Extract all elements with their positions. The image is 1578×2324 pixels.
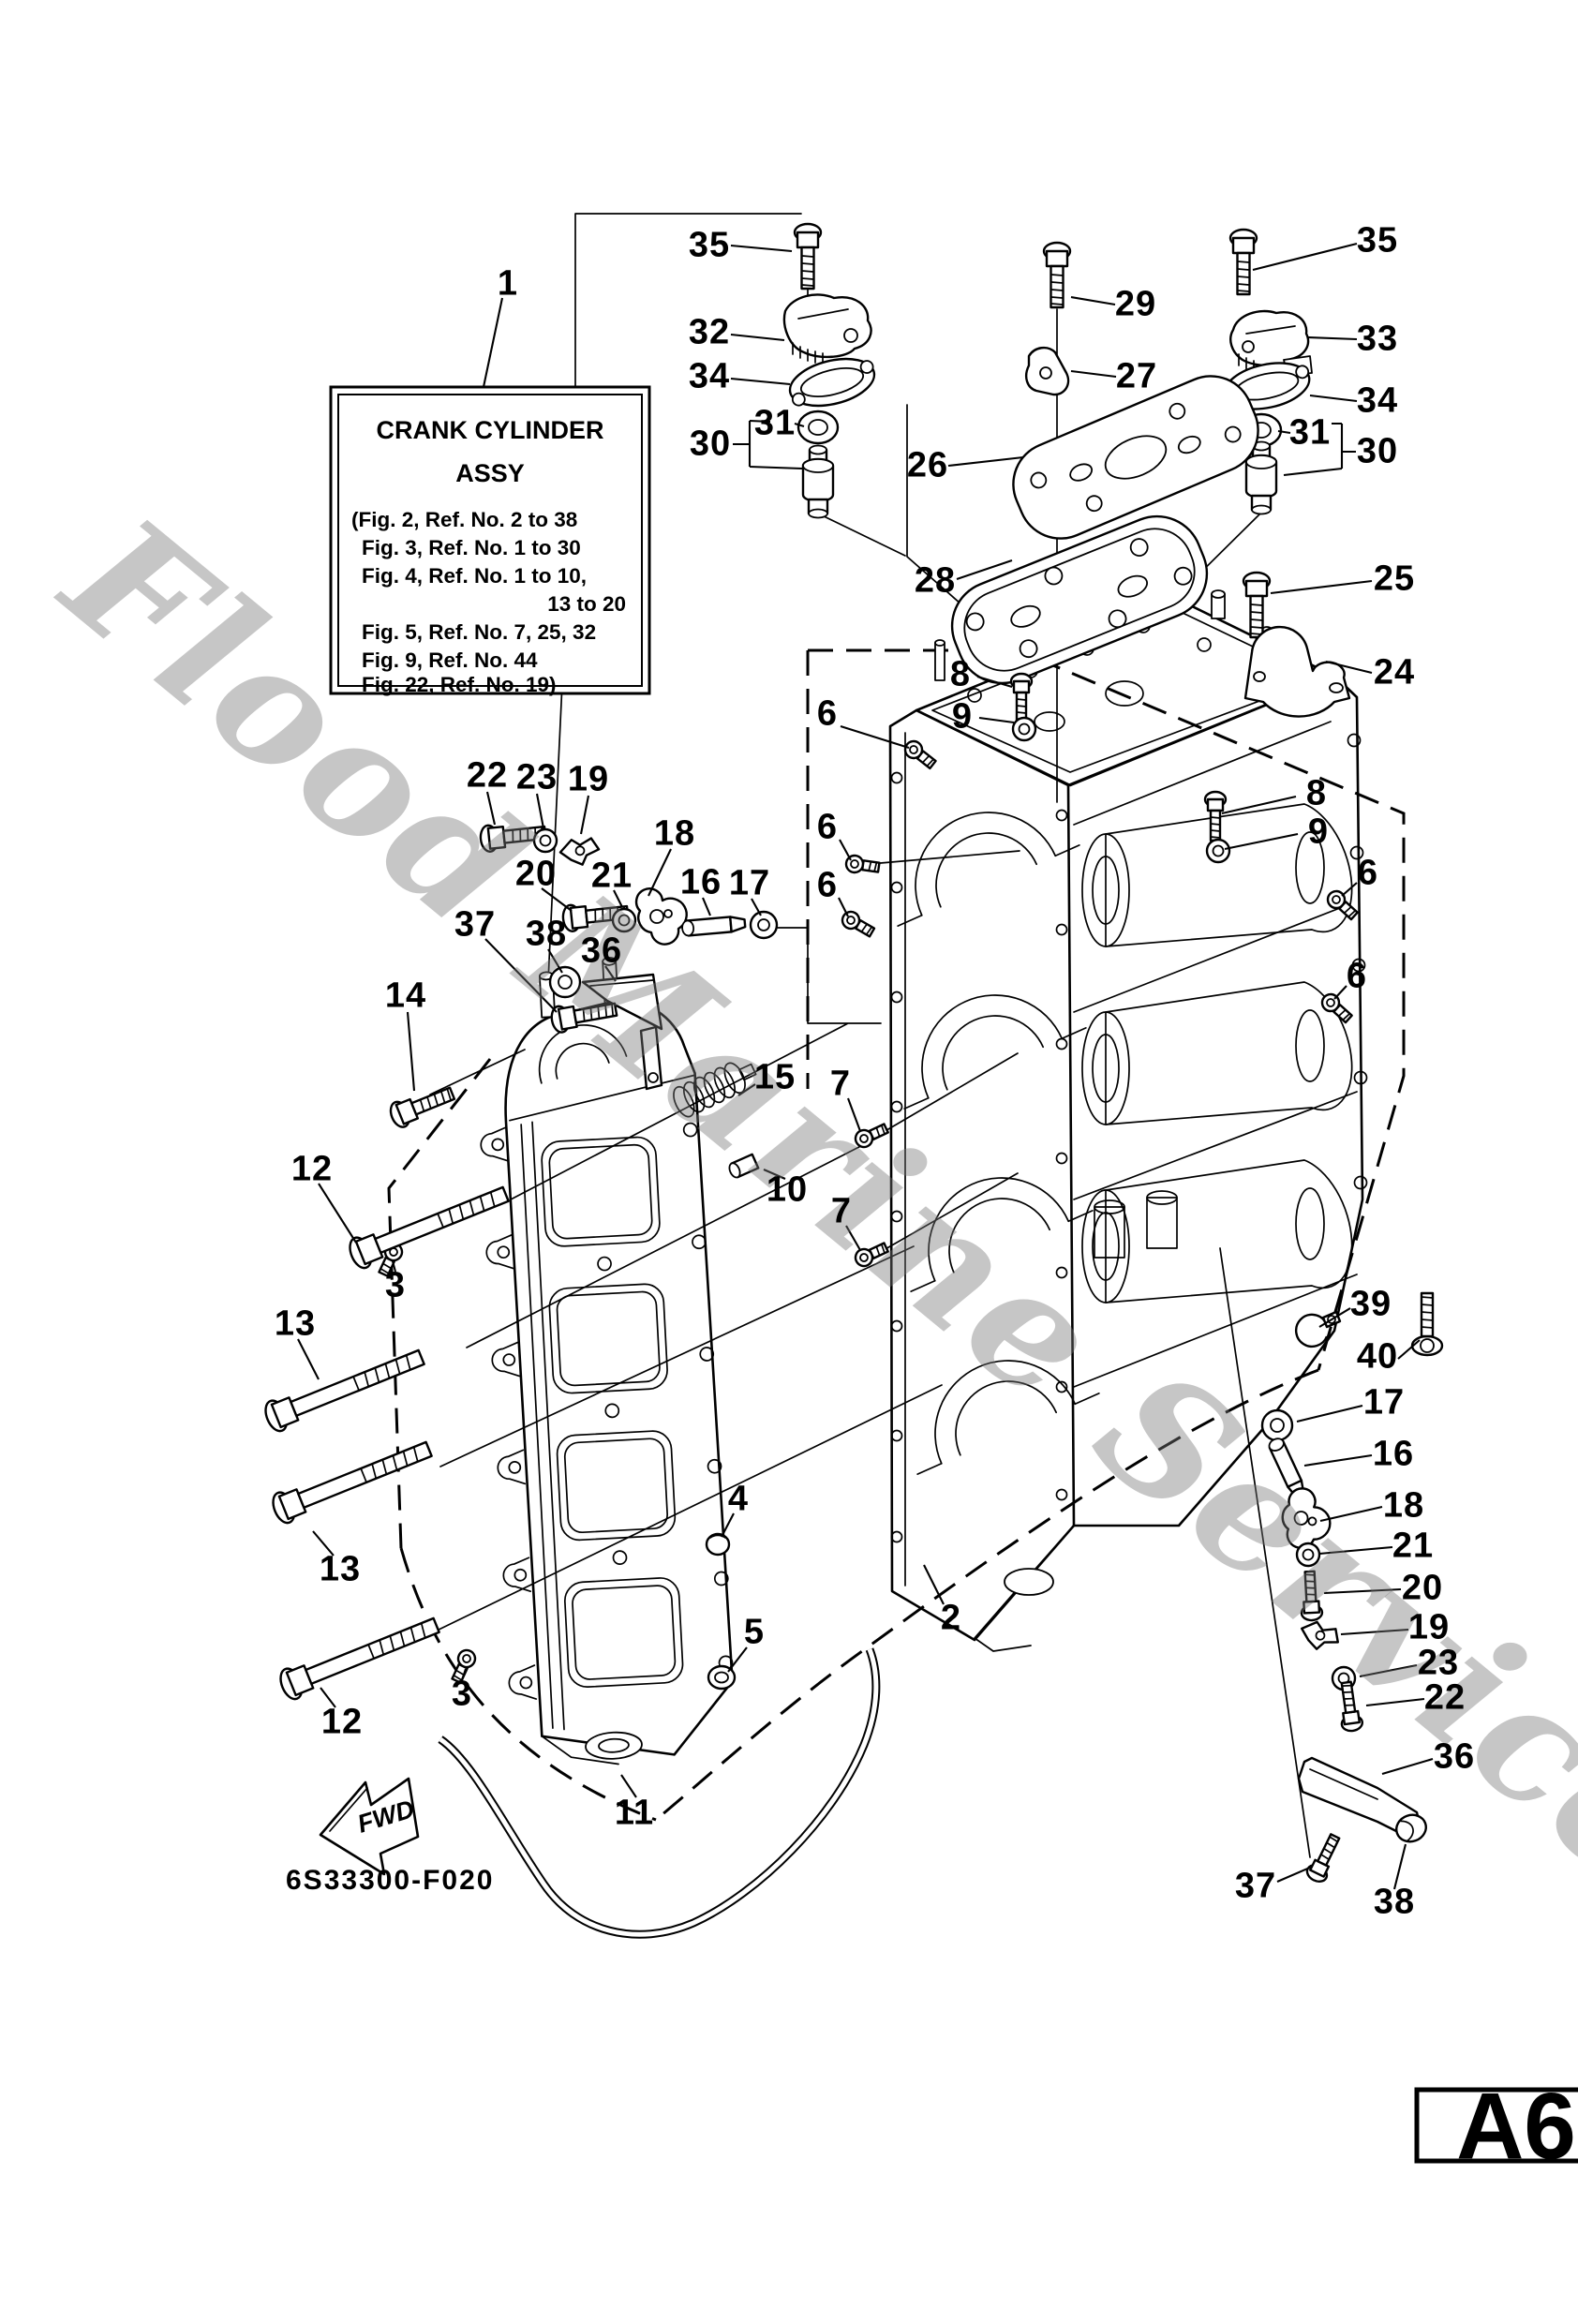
info-box-line: Fig. 5, Ref. No. 7, 25, 32 bbox=[362, 620, 596, 644]
callout-12: 12 bbox=[290, 1149, 334, 1189]
info-box-line: Fig. 9, Ref. No. 44 bbox=[362, 648, 538, 672]
callout-30: 30 bbox=[1356, 431, 1399, 471]
callout-16: 16 bbox=[1372, 1434, 1415, 1474]
callout-1: 1 bbox=[497, 263, 519, 304]
callout-8: 8 bbox=[1305, 773, 1328, 813]
info-box: CRANK CYLINDER ASSY (Fig. 2, Ref. No. 2 … bbox=[329, 385, 651, 696]
callout-24: 24 bbox=[1373, 652, 1416, 693]
callout-13: 13 bbox=[319, 1549, 362, 1589]
callout-6: 6 bbox=[816, 693, 839, 734]
callout-40: 40 bbox=[1356, 1336, 1399, 1377]
thermostat-cover-right-group bbox=[1219, 228, 1316, 515]
callout-10: 10 bbox=[766, 1169, 809, 1210]
callout-11: 11 bbox=[614, 1793, 655, 1833]
callout-38: 38 bbox=[1373, 1882, 1416, 1922]
bracket-24-group bbox=[1242, 571, 1351, 718]
callout-39: 39 bbox=[1349, 1284, 1392, 1324]
callout-23: 23 bbox=[515, 757, 558, 797]
callout-35: 35 bbox=[1356, 220, 1399, 261]
page-label: A6 bbox=[1456, 2074, 1576, 2179]
callout-32: 32 bbox=[688, 312, 731, 352]
callout-7: 7 bbox=[830, 1191, 853, 1231]
callout-9: 9 bbox=[951, 696, 974, 737]
callout-20: 20 bbox=[1401, 1568, 1444, 1608]
dashed-boundaries bbox=[387, 648, 1406, 1822]
callout-26: 26 bbox=[906, 445, 949, 485]
callout-14: 14 bbox=[384, 976, 427, 1016]
callout-15: 15 bbox=[753, 1057, 796, 1097]
callout-17: 17 bbox=[728, 863, 771, 903]
info-box-title-1: CRANK CYLINDER bbox=[377, 416, 604, 444]
callout-35: 35 bbox=[688, 225, 731, 265]
callout-37: 37 bbox=[454, 904, 497, 945]
callout-37: 37 bbox=[1234, 1866, 1277, 1906]
callout-9: 9 bbox=[1307, 812, 1330, 852]
leader-lines bbox=[297, 242, 1434, 1890]
exhaust-cover-group bbox=[950, 241, 1259, 685]
callout-20: 20 bbox=[514, 854, 558, 894]
drawing-code: 6S33300-F020 bbox=[286, 1865, 495, 1896]
info-box-line: Fig. 3, Ref. No. 1 to 30 bbox=[362, 536, 581, 559]
callout-8: 8 bbox=[949, 654, 972, 694]
callout-13: 13 bbox=[274, 1304, 317, 1344]
callout-22: 22 bbox=[466, 755, 509, 796]
callout-36: 36 bbox=[580, 931, 623, 971]
callout-19: 19 bbox=[567, 759, 610, 799]
callout-5: 5 bbox=[743, 1612, 766, 1652]
callout-21: 21 bbox=[1392, 1526, 1435, 1566]
callout-19: 19 bbox=[1407, 1607, 1451, 1647]
callout-16: 16 bbox=[679, 862, 722, 902]
callout-18: 18 bbox=[1382, 1485, 1425, 1526]
block-fittings bbox=[374, 672, 1362, 1691]
breather-hose bbox=[438, 1647, 881, 1939]
callout-34: 34 bbox=[688, 356, 731, 396]
callout-12: 12 bbox=[320, 1702, 364, 1742]
callout-21: 21 bbox=[590, 856, 633, 896]
info-box-line: Fig. 22, Ref. No. 19) bbox=[362, 673, 557, 696]
callout-6: 6 bbox=[816, 865, 839, 905]
callout-3: 3 bbox=[451, 1674, 473, 1714]
callout-3: 3 bbox=[384, 1265, 407, 1305]
callout-23: 23 bbox=[1417, 1643, 1460, 1683]
callout-36: 36 bbox=[1433, 1736, 1476, 1777]
callout-18: 18 bbox=[653, 813, 696, 854]
callout-34: 34 bbox=[1356, 380, 1399, 421]
callout-2: 2 bbox=[940, 1598, 962, 1638]
callout-27: 27 bbox=[1115, 356, 1158, 396]
info-box-title-2: ASSY bbox=[455, 459, 525, 487]
callout-31: 31 bbox=[1288, 412, 1332, 453]
callout-25: 25 bbox=[1373, 559, 1416, 599]
right-parts-chain bbox=[1260, 1291, 1444, 1886]
callout-6: 6 bbox=[816, 807, 839, 847]
callout-22: 22 bbox=[1423, 1677, 1466, 1718]
callout-7: 7 bbox=[829, 1064, 852, 1104]
left-parts-cluster bbox=[386, 818, 779, 1131]
callout-4: 4 bbox=[727, 1479, 750, 1519]
callout-29: 29 bbox=[1114, 284, 1157, 324]
callout-17: 17 bbox=[1362, 1382, 1406, 1423]
info-box-line: Fig. 4, Ref. No. 1 to 10, bbox=[362, 564, 587, 588]
thermostat-cover-left-group bbox=[782, 222, 881, 519]
callout-6: 6 bbox=[1357, 853, 1379, 893]
callout-6: 6 bbox=[1346, 956, 1368, 996]
page-label-box: A6 bbox=[1414, 2074, 1578, 2179]
callout-38: 38 bbox=[525, 914, 568, 954]
callout-33: 33 bbox=[1356, 319, 1399, 359]
callout-30: 30 bbox=[689, 424, 732, 464]
callout-31: 31 bbox=[753, 403, 796, 443]
info-box-line: (Fig. 2, Ref. No. 2 to 38 bbox=[351, 508, 577, 531]
info-box-line: 13 to 20 bbox=[547, 592, 626, 616]
callout-28: 28 bbox=[914, 560, 957, 601]
